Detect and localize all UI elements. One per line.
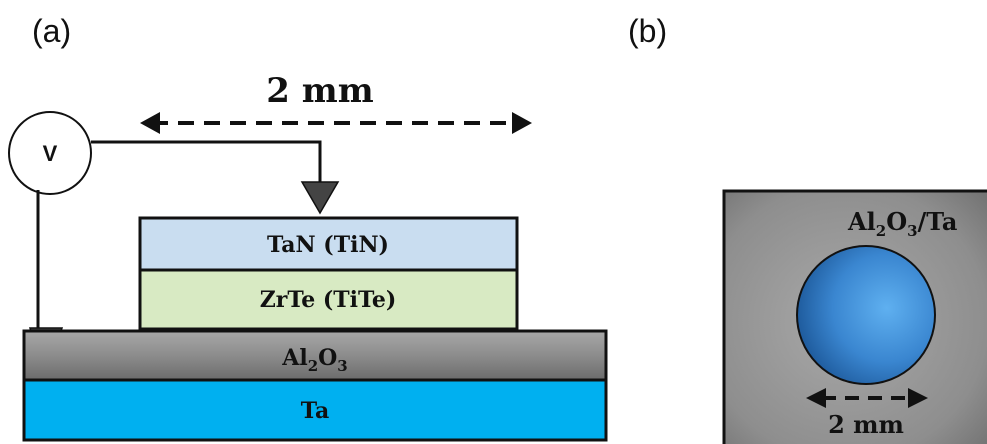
oxide-label-sub1: 2: [308, 357, 318, 375]
substrate-label-sub2: 3: [907, 222, 917, 240]
oxide-label-mid: O: [318, 345, 337, 371]
top-probe-wire: [91, 140, 340, 215]
width-dimension-label: 2 mm: [266, 71, 373, 111]
top-electrode-label: TaN (TiN): [267, 232, 389, 258]
substrate-label-tail: /Ta: [918, 207, 958, 236]
bottom-electrode-label: Ta: [301, 398, 330, 424]
substrate-label-mid: O: [886, 207, 907, 236]
switching-layer-label: ZrTe (TiTe): [260, 287, 397, 313]
substrate-label: Al2O3/Ta: [847, 207, 957, 240]
oxide-label-sub2: 3: [337, 357, 347, 375]
electrode-pad: [796, 245, 936, 385]
panel-label-a: (a): [32, 13, 71, 49]
substrate-label-sub1: 2: [876, 222, 886, 240]
bottom-electrode-layer: [22, 378, 608, 442]
substrate-label-base: Al: [847, 207, 876, 236]
oxide-layer: [22, 329, 608, 382]
width-dimension-arrow: [140, 112, 532, 134]
voltmeter-label: V: [43, 141, 58, 166]
voltmeter-circle: [8, 111, 92, 195]
pad-width-arrow: [806, 388, 928, 408]
pad-width-label: 2 mm: [828, 410, 904, 439]
top-electrode-layer: [138, 216, 519, 272]
oxide-label: Al2O3: [281, 345, 347, 375]
panel-label-b: (b): [628, 13, 667, 49]
oxide-label-base: Al: [281, 345, 307, 371]
